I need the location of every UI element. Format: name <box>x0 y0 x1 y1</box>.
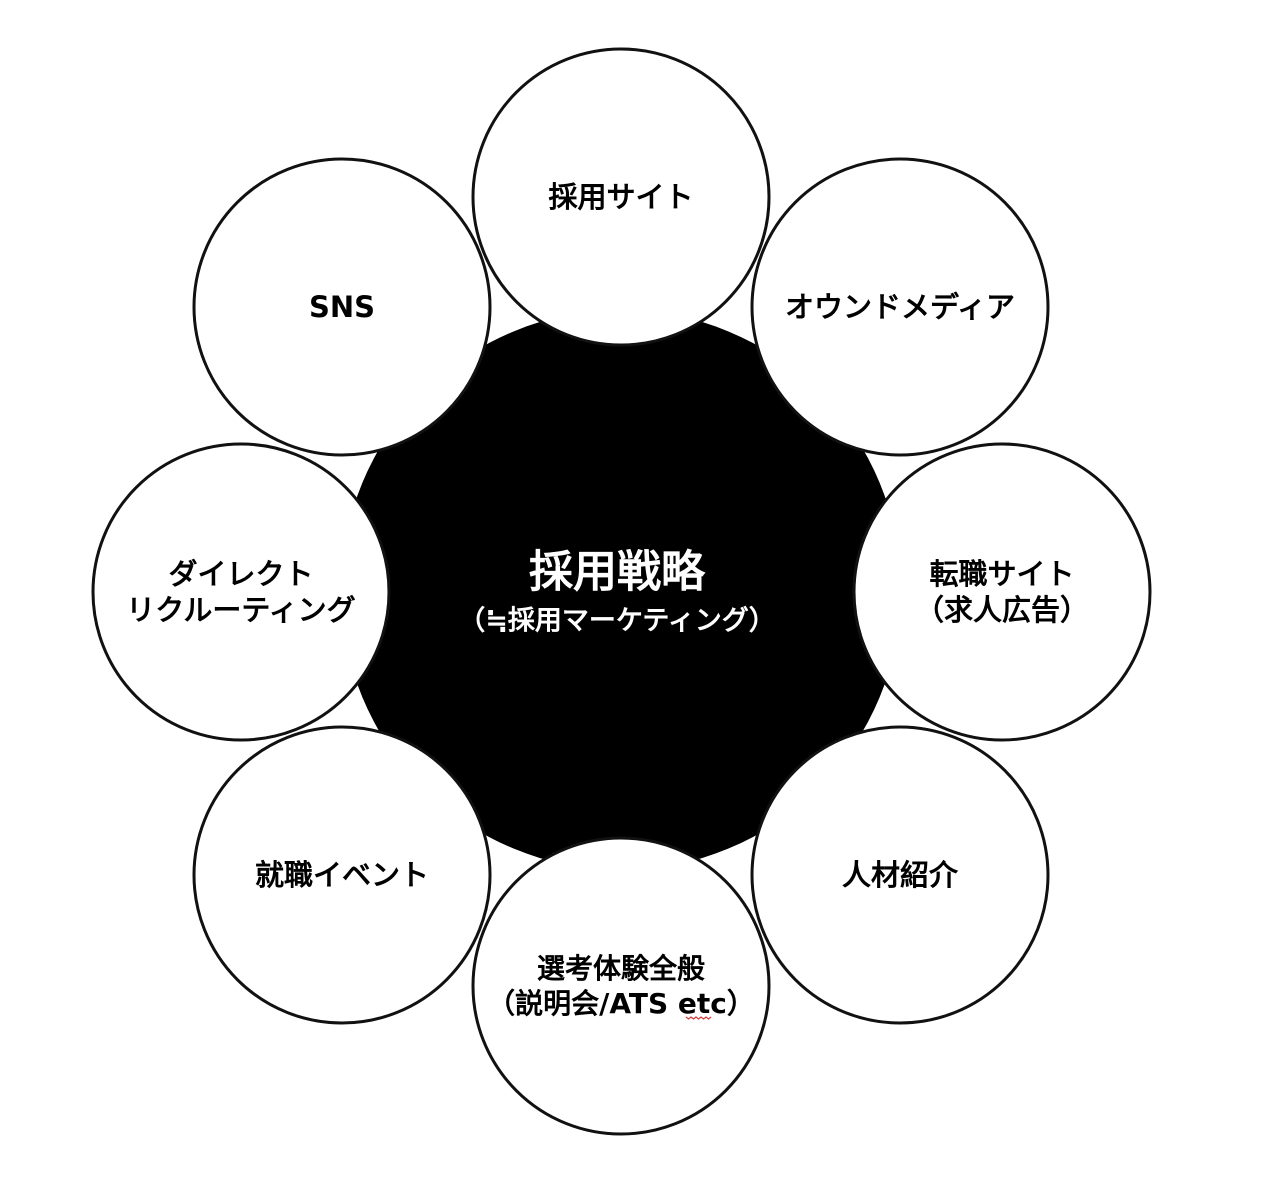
nodes-layer: 採用サイトオウンドメディア転職サイト（求人広告）人材紹介選考体験全般（説明会/A… <box>91 47 1152 1136</box>
center-circle <box>341 310 901 870</box>
node-label: 選考体験全般 <box>537 952 705 985</box>
node-circle <box>192 157 492 457</box>
node-label: オウンドメディア <box>785 290 1015 324</box>
node-label: SNS <box>309 290 375 324</box>
node-circle <box>192 725 492 1025</box>
node-circle <box>750 725 1050 1025</box>
node-sns: SNS <box>192 157 492 457</box>
node-label: 人材紹介 <box>842 858 959 892</box>
node-label: リクルーティング <box>126 593 355 627</box>
spellcheck-squiggle <box>685 1016 712 1020</box>
node-label: （説明会/ATS etc） <box>487 987 755 1020</box>
node-selection-experience: 選考体験全般（説明会/ATS etc） <box>471 836 771 1136</box>
node-talent-agency: 人材紹介 <box>750 725 1050 1025</box>
node-label: ダイレクト <box>168 557 313 591</box>
node-recruit-site: 採用サイト <box>471 47 771 347</box>
node-circle <box>852 442 1152 742</box>
center-subtitle: （≒採用マーケティング） <box>458 605 775 637</box>
node-circle <box>471 836 771 1136</box>
node-owned-media: オウンドメディア <box>750 157 1050 457</box>
node-job-site: 転職サイト（求人広告） <box>852 442 1152 742</box>
node-label: 採用サイト <box>548 180 693 214</box>
center-label: 採用戦略 （≒採用マーケティング） <box>458 547 775 637</box>
node-label: 転職サイト <box>929 557 1074 591</box>
node-label: 就職イベント <box>255 858 429 892</box>
node-circle <box>750 157 1050 457</box>
center-title: 採用戦略 <box>529 547 706 598</box>
node-label: （求人広告） <box>915 593 1089 627</box>
node-circle <box>91 442 391 742</box>
node-circle <box>471 47 771 347</box>
node-job-fair: 就職イベント <box>192 725 492 1025</box>
